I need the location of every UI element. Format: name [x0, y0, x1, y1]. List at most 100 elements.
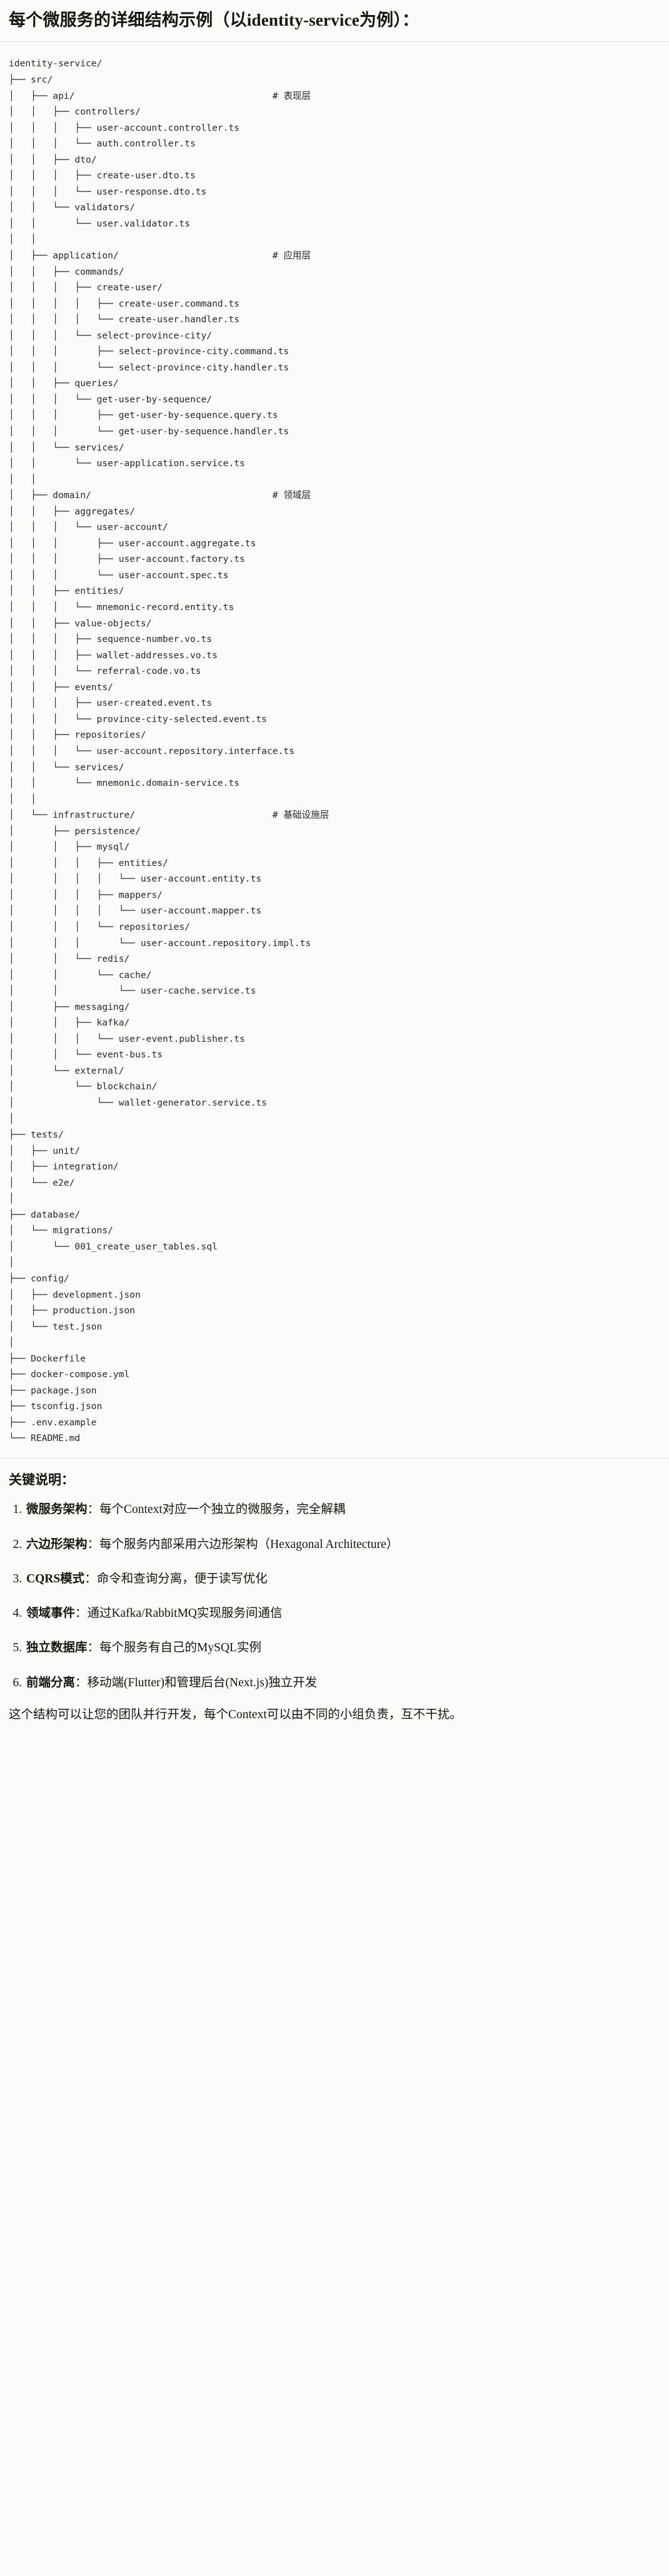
- tree-line: │ │ ├── repositories/: [9, 730, 146, 741]
- tree-line: │ │ └── event-bus.ts: [9, 1049, 163, 1061]
- key-note-description: 通过Kafka/RabbitMQ实现服务间通信: [87, 1607, 283, 1621]
- tree-line: │ │ │ └── user-account/: [9, 522, 168, 533]
- tree-line: │ └── external/: [9, 1065, 124, 1076]
- tree-line: │ │ │ └── auth.controller.ts: [9, 138, 196, 150]
- tree-line: │ ├── api/ # 表现层: [9, 90, 311, 101]
- tree-line: │: [9, 1193, 14, 1204]
- tree-line: │ │ │ ├── user-account.factory.ts: [9, 554, 245, 565]
- key-note-term: 前端分离: [26, 1676, 76, 1689]
- tree-line: │ │ │ ├── get-user-by-sequence.query.ts: [9, 410, 278, 421]
- tree-line: │: [9, 1113, 14, 1124]
- tree-line: │ ├── persistence/: [9, 825, 141, 837]
- key-note-term: CQRS模式: [26, 1572, 85, 1586]
- key-note-item: 微服务架构：每个Context对应一个独立的微服务，完全解耦: [25, 1500, 660, 1519]
- tree-line: ├── config/: [9, 1273, 69, 1284]
- tree-line: │ │ └── user-cache.service.ts: [9, 985, 256, 997]
- tree-line: ├── tests/: [9, 1129, 64, 1141]
- tree-line: │ │ ├── dto/: [9, 154, 97, 165]
- tree-line: │ │ ├── queries/: [9, 378, 119, 389]
- tree-line: └── README.md: [9, 1433, 81, 1444]
- tree-line: ├── Dockerfile: [9, 1353, 86, 1364]
- key-note-description: 移动端(Flutter)和管理后台(Next.js)独立开发: [87, 1676, 318, 1689]
- tree-line: │ │ │ │ ├── create-user.command.ts: [9, 298, 240, 309]
- tree-line: │ │: [9, 474, 36, 485]
- key-notes-title: 关键说明：: [9, 1472, 74, 1488]
- tree-line: │ │ │ └── repositories/: [9, 921, 190, 932]
- tree-line: │ │ │ └── get-user-by-sequence/: [9, 394, 213, 405]
- key-note-item: 前端分离：移动端(Flutter)和管理后台(Next.js)独立开发: [25, 1674, 660, 1692]
- tree-line: │ ├── application/ # 应用层: [9, 250, 311, 261]
- tree-line: │ │ ├── commands/: [9, 266, 124, 277]
- tree-line: │ │ │ ├── select-province-city.command.t…: [9, 346, 289, 357]
- tree-line: │ │ └── validators/: [9, 202, 136, 213]
- tree-line: │ │ └── services/: [9, 442, 124, 453]
- tree-line: │ │ │ ├── entities/: [9, 857, 168, 868]
- tree-line: │ │ │ ├── create-user/: [9, 282, 163, 293]
- closing-paragraph: 这个结构可以让您的团队并行开发，每个Context可以由不同的小组负责，互不干扰…: [9, 1708, 462, 1721]
- key-note-term: 领域事件: [26, 1607, 76, 1621]
- key-note-item: 独立数据库：每个服务有自己的MySQL实例: [25, 1639, 660, 1657]
- tree-line: │ │ └── user.validator.ts: [9, 218, 190, 229]
- key-note-separator: ：: [87, 1503, 100, 1517]
- tree-line: ├── src/: [9, 74, 53, 85]
- tree-line: │ │ ├── kafka/: [9, 1017, 130, 1029]
- tree-comment: # 基础设施层: [272, 810, 329, 821]
- tree-line: │ │ └── services/: [9, 761, 124, 773]
- tree-line: │ │ ├── entities/: [9, 586, 124, 597]
- tree-line: │ │: [9, 793, 36, 805]
- tree-line: │ │ │ └── user-account.repository.interf…: [9, 745, 294, 756]
- tree-line: │ │: [9, 234, 36, 245]
- tree-divider: [0, 1458, 669, 1459]
- tree-line: │ │ │ ├── user-account.aggregate.ts: [9, 537, 256, 549]
- key-note-separator: ：: [87, 1537, 100, 1551]
- tree-line: │ │ │ ├── user-created.event.ts: [9, 698, 213, 709]
- key-note-term: 微服务架构: [26, 1503, 88, 1517]
- tree-line: │ ├── integration/: [9, 1161, 119, 1173]
- tree-line: │ └── 001_create_user_tables.sql: [9, 1241, 218, 1252]
- tree-line: │ └── e2e/: [9, 1177, 75, 1188]
- tree-line: │ │ │ ├── mappers/: [9, 889, 163, 900]
- tree-line: │ └── blockchain/: [9, 1081, 158, 1092]
- tree-line: ├── .env.example: [9, 1417, 97, 1428]
- tree-line: │ ├── development.json: [9, 1289, 141, 1300]
- key-note-item: 六边形架构：每个服务内部采用六边形架构（Hexagonal Architectu…: [25, 1535, 660, 1554]
- directory-tree-block: identity-service/ ├── src/ │ ├── api/ # …: [0, 42, 669, 1459]
- tree-line: │: [9, 1257, 14, 1268]
- key-note-term: 六边形架构: [26, 1537, 88, 1551]
- tree-line: │ │ │ ├── user-account.controller.ts: [9, 122, 240, 133]
- tree-line: identity-service/: [9, 58, 103, 69]
- key-note-description: 命令和查询分离，便于读写优化: [96, 1572, 268, 1586]
- tree-line: │ ├── unit/: [9, 1145, 81, 1156]
- page-title: 每个微服务的详细结构示例（以identity-service为例）：: [9, 11, 420, 29]
- key-note-separator: ：: [84, 1572, 97, 1586]
- tree-comment: # 领域层: [272, 490, 311, 501]
- tree-line: │ │ │ └── user-response.dto.ts: [9, 186, 207, 197]
- tree-line: │ ├── domain/ # 领域层: [9, 490, 311, 501]
- key-note-separator: ：: [75, 1676, 88, 1689]
- tree-line: │ ├── production.json: [9, 1305, 136, 1316]
- directory-tree: identity-service/ ├── src/ │ ├── api/ # …: [9, 56, 660, 1447]
- tree-line: │ │ │ ├── sequence-number.vo.ts: [9, 634, 213, 645]
- tree-line: │ │ ├── mysql/: [9, 842, 130, 853]
- tree-line: │ │ │ │ └── create-user.handler.ts: [9, 314, 240, 325]
- key-notes-section: 关键说明： 微服务架构：每个Context对应一个独立的微服务，完全解耦六边形架…: [0, 1459, 669, 1741]
- tree-line: │ │ │ └── select-province-city.handler.t…: [9, 362, 289, 373]
- page-root: 每个微服务的详细结构示例（以identity-service为例）： ident…: [0, 0, 669, 1741]
- key-note-item: 领域事件：通过Kafka/RabbitMQ实现服务间通信: [25, 1604, 660, 1622]
- tree-comment: # 表现层: [272, 90, 311, 101]
- tree-line: │ │ │ └── province-city-selected.event.t…: [9, 713, 267, 725]
- tree-line: │ │ │ └── mnemonic-record.entity.ts: [9, 602, 234, 613]
- tree-line: │ └── infrastructure/ # 基础设施层: [9, 810, 329, 821]
- tree-line: ├── docker-compose.yml: [9, 1369, 130, 1380]
- tree-line: │ │ ├── value-objects/: [9, 618, 152, 629]
- tree-line: │ └── test.json: [9, 1321, 103, 1332]
- tree-line: │ │ │ └── referral-code.vo.ts: [9, 666, 201, 677]
- tree-line: ├── database/: [9, 1209, 81, 1220]
- tree-line: │ │ └── user-application.service.ts: [9, 458, 245, 469]
- tree-line: │ └── wallet-generator.service.ts: [9, 1097, 267, 1108]
- tree-line: │ │ │ ├── wallet-addresses.vo.ts: [9, 649, 218, 661]
- key-notes-list: 微服务架构：每个Context对应一个独立的微服务，完全解耦六边形架构：每个服务…: [9, 1500, 660, 1692]
- tree-line: │ │ ├── controllers/: [9, 106, 141, 118]
- key-note-term: 独立数据库: [26, 1641, 88, 1655]
- tree-line: │ │ ├── aggregates/: [9, 506, 136, 517]
